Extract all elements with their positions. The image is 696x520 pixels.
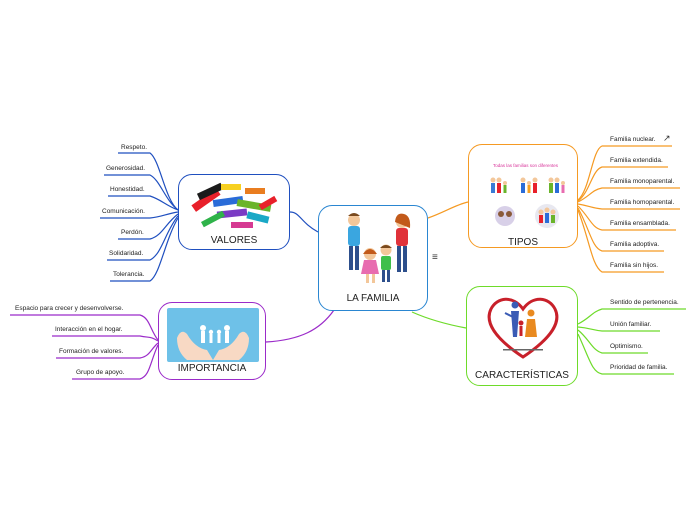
hands-family-illustration <box>167 308 259 362</box>
importancia-item[interactable]: Espacio para crecer y desenvolverse. <box>15 305 124 312</box>
importancia-item[interactable]: Grupo de apoyo. <box>76 369 125 376</box>
tipos-node-label: TIPOS <box>507 237 538 248</box>
heart-family-illustration <box>487 297 559 359</box>
family-types-illustration <box>490 177 565 228</box>
link-central-tipos <box>427 201 469 219</box>
tipos-item[interactable]: Familia extendida. <box>610 157 663 164</box>
central-node[interactable]: LA FAMILIA <box>318 205 428 311</box>
importancia-item[interactable]: Interacción en el hogar. <box>55 326 123 333</box>
importancia-node-label: IMPORTANCIA <box>177 363 247 374</box>
tipos-item[interactable]: Familia adoptiva. <box>610 241 660 248</box>
importancia-item[interactable]: Formación de valores. <box>59 348 124 355</box>
tipos-node[interactable]: Todas las familias son diferentes TIPOS <box>468 144 578 248</box>
tipos-image-caption: Todas las familias son diferentes <box>493 163 559 168</box>
menu-icon[interactable]: ≡ <box>432 252 438 263</box>
tipos-item[interactable]: Familia nuclear. <box>610 136 656 143</box>
caracteristicas-item[interactable]: Unión familiar. <box>610 321 652 328</box>
caracteristicas-node[interactable]: CARACTERÍSTICAS <box>466 286 578 386</box>
values-words-illustration <box>191 182 278 228</box>
caracteristicas-item[interactable]: Optimismo. <box>610 343 643 350</box>
tipos-item[interactable]: Familia ensamblada. <box>610 220 670 227</box>
valores-item[interactable]: Tolerancia. <box>113 271 145 278</box>
link-central-caracteristicas <box>411 311 467 329</box>
tipos-item[interactable]: Familia monoparental. <box>610 178 675 185</box>
tipos-item[interactable]: Familia sin hijos. <box>610 262 659 269</box>
importancia-node[interactable]: IMPORTANCIA <box>158 302 266 380</box>
valores-item[interactable]: Generosidad. <box>106 165 146 172</box>
external-link-icon[interactable]: ↗ <box>663 133 671 143</box>
valores-node[interactable]: VALORES <box>178 174 290 250</box>
tipos-item[interactable]: Familia homoparental. <box>610 199 675 206</box>
valores-item[interactable]: Comunicación. <box>102 208 145 215</box>
link-central-valores <box>289 211 319 233</box>
central-node-label: LA FAMILIA <box>346 293 400 304</box>
valores-node-label: VALORES <box>210 235 258 246</box>
link-central-importancia <box>265 309 335 343</box>
valores-item[interactable]: Respeto. <box>121 144 148 151</box>
family-illustration <box>348 213 411 283</box>
valores-item[interactable]: Perdón. <box>121 229 144 236</box>
caracteristicas-node-label: CARACTERÍSTICAS <box>475 370 569 381</box>
valores-item[interactable]: Solidaridad. <box>109 250 144 257</box>
caracteristicas-item[interactable]: Sentido de pertenencia. <box>610 299 679 306</box>
caracteristicas-item[interactable]: Prioridad de familia. <box>610 364 668 371</box>
valores-item[interactable]: Honestidad. <box>110 186 145 193</box>
